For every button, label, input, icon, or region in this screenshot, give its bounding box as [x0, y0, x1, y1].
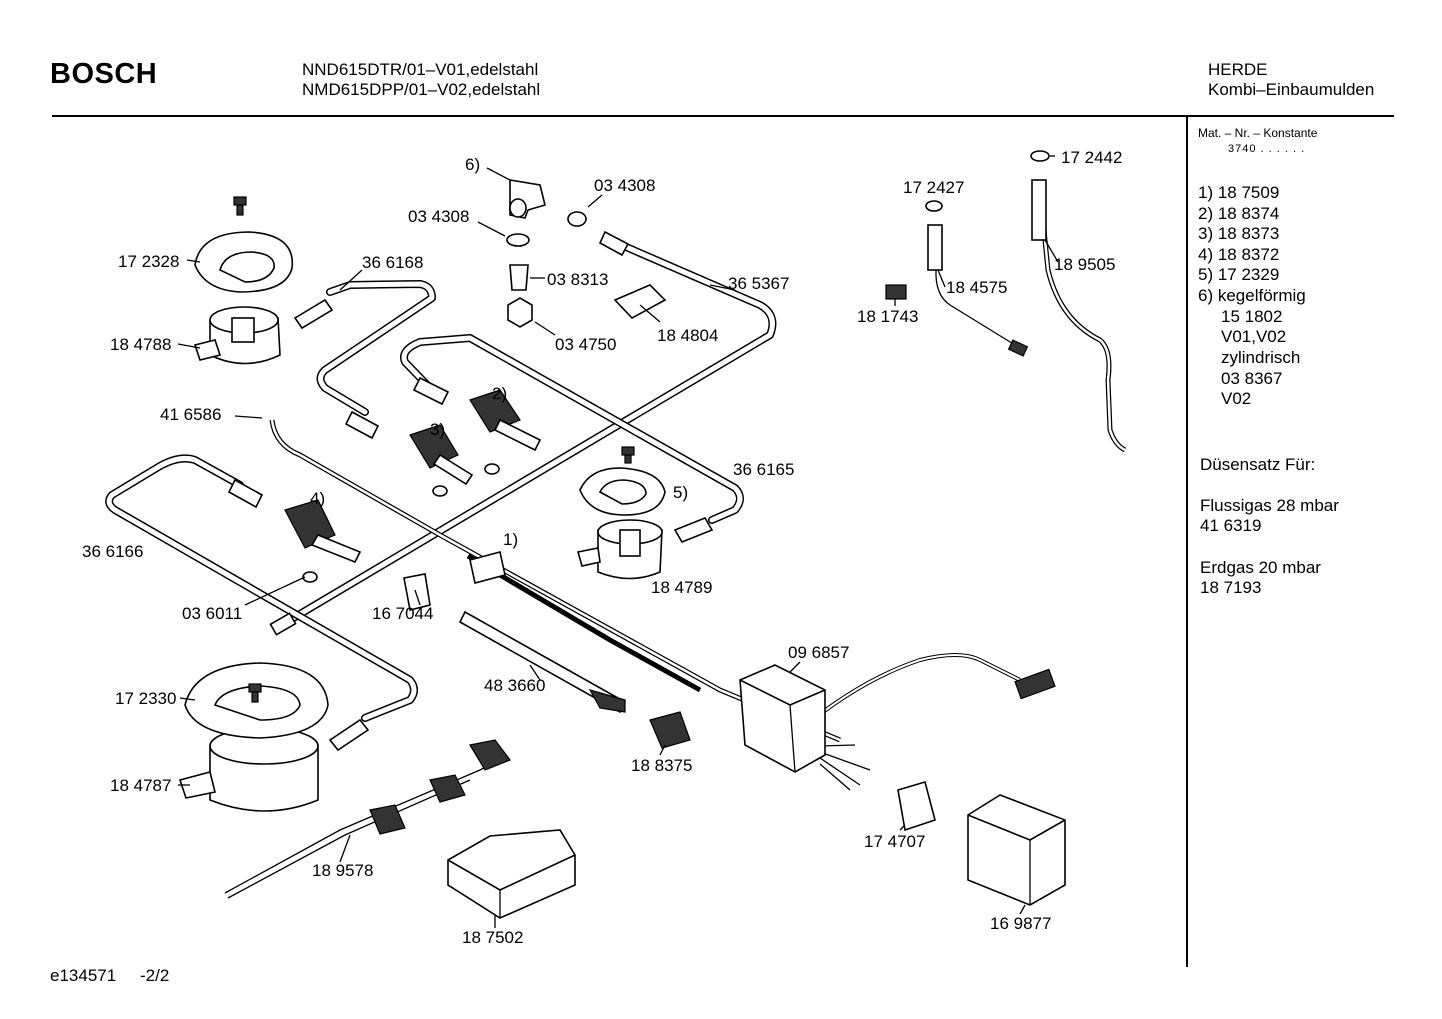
label-096857: 09 6857 [788, 643, 849, 662]
erdgas-number: 18 7193 [1200, 578, 1262, 597]
sidebar-item: 1) 18 7509 [1198, 183, 1280, 202]
sidebar-item: 3) 18 8373 [1198, 224, 1280, 243]
connector [403, 284, 1056, 700]
label-3: 3) [430, 420, 445, 439]
label-6: 6) [465, 155, 480, 174]
label-483660: 48 3660 [484, 676, 545, 695]
sidebar-item: V02 [1221, 389, 1252, 408]
label-034308-b: 03 4308 [408, 207, 469, 226]
page-number: -2/2 [140, 966, 170, 985]
elbow-fitting [509, 179, 546, 219]
energy-regulator [897, 780, 936, 832]
label-1: 1) [503, 530, 518, 549]
subcategory-title: Kombi–Einbaumulden [1208, 80, 1375, 99]
label-187502: 18 7502 [462, 928, 523, 947]
gas-pipe-36-6165 [400, 334, 744, 524]
burner-cup-184789 [576, 519, 663, 580]
part-labels: 6) 03 4308 03 4308 03 8313 03 4750 18 48… [82, 148, 1122, 947]
label-174707: 17 4707 [864, 832, 925, 851]
ignition-electrode [458, 610, 627, 714]
label-172442: 17 2442 [1061, 148, 1122, 167]
spark-generator [447, 829, 576, 919]
label-366168: 36 6168 [362, 253, 423, 272]
sidebar-item: 4) 18 8372 [1198, 245, 1280, 264]
label-365367: 36 5367 [728, 274, 789, 293]
leader-lines [177, 155, 1059, 928]
heat-shield-ring [184, 231, 666, 739]
label-169877: 16 9877 [990, 914, 1051, 933]
label-172330: 17 2330 [115, 689, 176, 708]
label-184788: 18 4788 [110, 335, 171, 354]
duesensatz-title: Düsensatz Für: [1200, 455, 1316, 474]
label-188375: 18 8375 [631, 756, 692, 775]
label-184789: 18 4789 [651, 578, 712, 597]
fluessig-number: 41 6319 [1200, 516, 1262, 535]
label-184787: 18 4787 [110, 776, 171, 795]
gas-pipe-36-6166 [105, 454, 418, 722]
sidebar-item: V01,V02 [1221, 327, 1287, 346]
doc-id: e134571 [50, 966, 117, 985]
clip [613, 284, 667, 319]
sidebar-item: 2) 18 8374 [1198, 204, 1280, 223]
label-366165: 36 6165 [733, 460, 794, 479]
burner-cup-184787 [178, 727, 319, 812]
sidebar-item: 03 8367 [1221, 369, 1283, 388]
gas-pipe-36-6168 [316, 280, 436, 416]
burner-cup-184788 [193, 306, 281, 365]
label-181743: 18 1743 [857, 307, 918, 326]
label-5: 5) [673, 483, 688, 502]
label-036011: 03 6011 [182, 604, 242, 623]
label-038313: 03 8313 [547, 270, 608, 289]
screw [233, 196, 635, 703]
fluessig-label: Flussigas 28 mbar [1200, 496, 1339, 515]
model-line-1: NND615DTR/01–V01,edelstahl [302, 60, 539, 79]
brand-logo: BOSCH [50, 58, 158, 90]
sidebar-item: zylindrisch [1221, 348, 1301, 367]
thermocouple-probe [927, 179, 1047, 271]
sidebar-item: 15 1802 [1221, 307, 1283, 326]
label-184575: 18 4575 [946, 278, 1007, 297]
label-172328: 17 2328 [118, 252, 179, 271]
thermocouple-cable [224, 189, 1127, 899]
sidebar-item: 6) kegelförmig [1198, 286, 1306, 305]
header-divider [52, 115, 1394, 117]
label-184804: 18 4804 [657, 326, 718, 345]
rotary-switch [967, 794, 1066, 906]
label-4: 4) [310, 489, 325, 508]
nut-washer [302, 150, 1050, 583]
mat-label: Mat. – Nr. – Konstante [1198, 126, 1318, 140]
label-034750: 03 4750 [555, 335, 616, 354]
gas-pipe-36-5367 [286, 236, 777, 624]
label-189505: 18 9505 [1054, 255, 1115, 274]
sidebar-item: 5) 17 2329 [1198, 265, 1280, 284]
ignition-module [739, 664, 826, 773]
sidebar-divider [1186, 117, 1188, 967]
micro-switch [369, 739, 511, 835]
label-366166: 36 6166 [82, 542, 143, 561]
label-034308-a: 03 4308 [594, 176, 655, 195]
model-line-2: NMD615DPP/01–V02,edelstahl [302, 80, 541, 99]
label-189578: 18 9578 [312, 861, 373, 880]
label-416586: 41 6586 [160, 405, 221, 424]
erdgas-label: Erdgas 20 mbar [1200, 558, 1321, 577]
category-title: HERDE [1208, 60, 1268, 79]
label-2: 2) [492, 384, 507, 403]
label-172427: 17 2427 [903, 178, 964, 197]
gas-valve [284, 389, 691, 749]
mat-value: 3740 . . . . . . [1228, 143, 1306, 155]
label-167044: 16 7044 [372, 604, 433, 623]
pipe-fitting [227, 230, 714, 752]
